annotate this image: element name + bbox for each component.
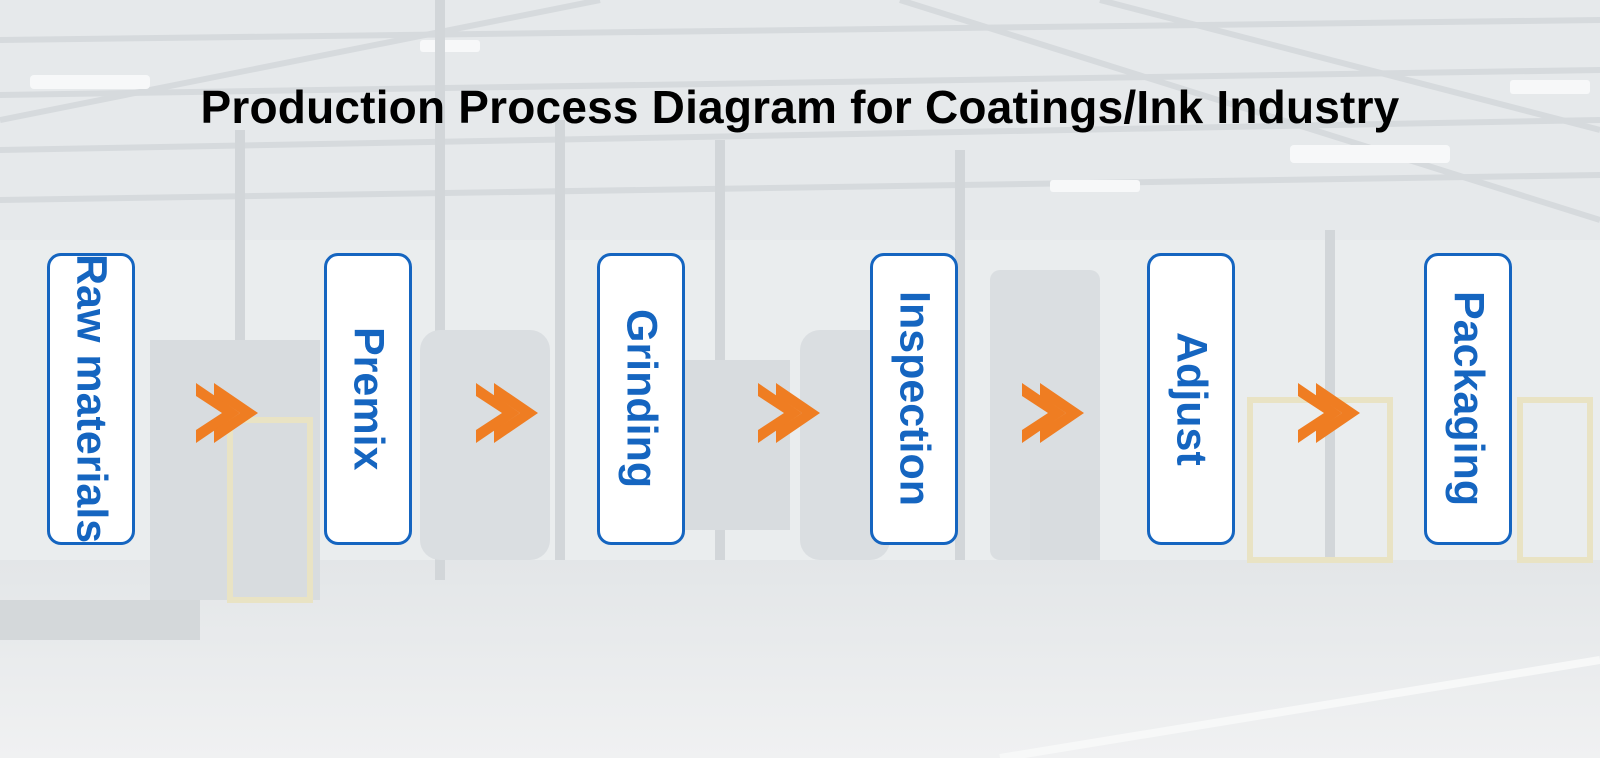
page-title: Production Process Diagram for Coatings/… xyxy=(200,81,1400,133)
double-chevron-right-icon xyxy=(1298,383,1360,443)
step-raw-materials: Raw materials xyxy=(47,253,135,545)
step-label: Premix xyxy=(344,327,393,471)
step-packaging: Packaging xyxy=(1424,253,1512,545)
step-label: Inspection xyxy=(890,291,939,507)
step-inspection: Inspection xyxy=(870,253,958,545)
step-label: Grinding xyxy=(617,309,666,489)
double-chevron-right-icon xyxy=(196,383,258,443)
double-chevron-right-icon xyxy=(476,383,538,443)
step-premix: Premix xyxy=(324,253,412,545)
step-grinding: Grinding xyxy=(597,253,685,545)
step-adjust: Adjust xyxy=(1147,253,1235,545)
double-chevron-right-icon xyxy=(758,383,820,443)
step-label: Raw materials xyxy=(67,254,116,544)
step-label: Adjust xyxy=(1167,332,1216,466)
double-chevron-right-icon xyxy=(1022,383,1084,443)
step-label: Packaging xyxy=(1444,291,1493,507)
